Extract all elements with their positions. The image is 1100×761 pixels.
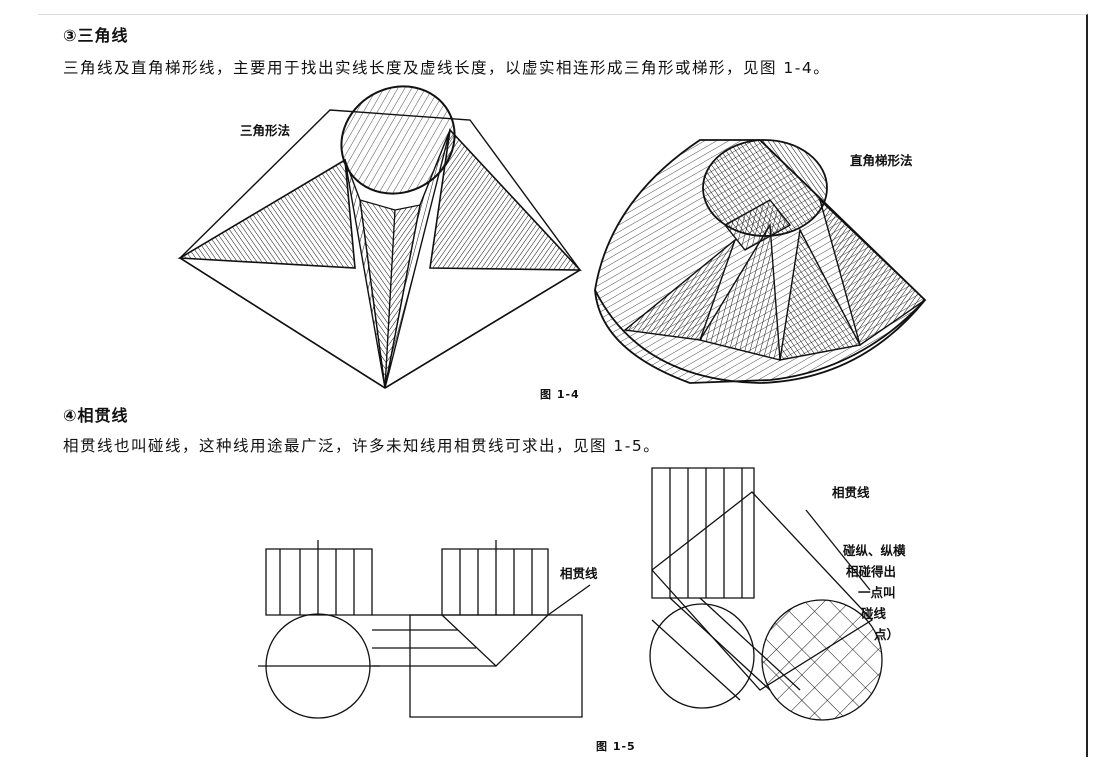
fig-1-5-note-line-1: 碰纵、纵横 [843,543,906,558]
intersection-right-figure [650,468,882,720]
fig-1-5-label-right: 相贯线 [832,485,870,500]
triangle-method-figure [180,66,580,388]
page-frame [38,14,1088,757]
fig-1-5-label-left: 相贯线 [560,566,598,581]
fig-1-5-caption: 图 1-5 [596,740,636,753]
fig-1-5-note-line-4: 碰线 [861,606,887,621]
section-3-paragraph: 三角线及直角梯形线，主要用于找出实线长度及虚线长度，以虚实相连形成三角形或梯形，… [63,59,831,77]
trapezoid-method-figure [595,140,925,383]
fig-1-5-note-line-3: 一点叫 [858,585,896,600]
fig-1-4-label-right: 直角梯形法 [850,153,913,168]
fig-1-4-caption: 图 1-4 [540,388,580,401]
fig-1-4-label-left: 三角形法 [240,123,291,138]
section-4-heading: ④相贯线 [63,406,129,425]
section-4-paragraph: 相贯线也叫碰线，这种线用途最广泛，许多未知线用相贯线可求出，见图 1-5。 [63,437,661,455]
intersection-left-figure [258,540,590,718]
fig-1-5-note-line-5: 点） [874,627,900,642]
section-3-heading: ③三角线 [63,26,129,45]
